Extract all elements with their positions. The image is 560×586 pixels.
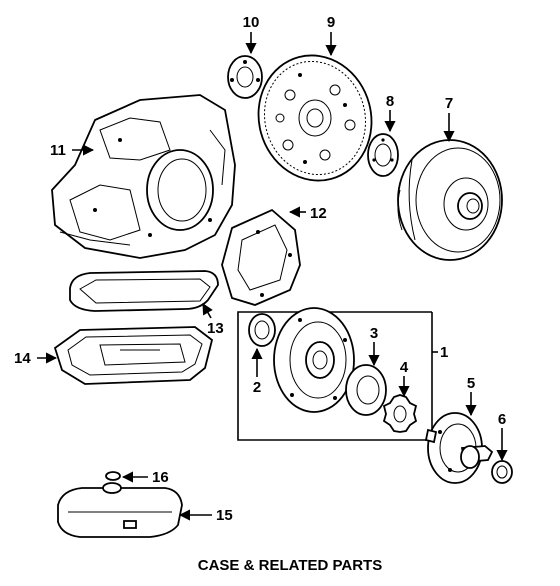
callout-13: 13 <box>207 320 224 337</box>
callout-6: 6 <box>498 411 506 428</box>
part-11-case <box>51 94 236 259</box>
callout-7: 7 <box>445 95 453 112</box>
callout-5: 5 <box>467 375 475 392</box>
callout-10: 10 <box>243 14 260 31</box>
part-12-cover <box>221 208 301 306</box>
part-15-strainer <box>57 482 183 538</box>
part-10-shim <box>227 55 263 99</box>
pump-assembly-bracket <box>237 311 438 441</box>
callout-1: 1 <box>440 344 448 361</box>
callout-3: 3 <box>370 325 378 342</box>
part-2-pump-seal <box>248 313 276 347</box>
callout-11: 11 <box>50 142 66 159</box>
part-16-oring <box>105 471 121 481</box>
callout-2: 2 <box>253 379 261 396</box>
callout-labels: 10 9 8 7 11 12 13 14 1 2 3 4 5 6 16 15 <box>14 14 506 524</box>
part-3-driven-gear <box>345 364 387 416</box>
part-5-stator-support <box>424 412 494 484</box>
diagram-caption: CASE & RELATED PARTS <box>198 557 382 574</box>
callout-12: 12 <box>310 205 327 222</box>
part-6-oring <box>491 460 513 484</box>
callout-4: 4 <box>400 359 409 376</box>
callout-16: 16 <box>152 469 169 486</box>
part-13-gasket <box>69 270 219 312</box>
callout-8: 8 <box>386 93 394 110</box>
callout-14: 14 <box>14 350 31 367</box>
part-7-torque-converter <box>397 139 503 261</box>
part-4-drive-gear <box>382 394 418 433</box>
callout-9: 9 <box>327 14 335 31</box>
leader-lines <box>37 32 508 521</box>
part-14-oil-pan <box>53 326 214 385</box>
pump-body <box>273 307 355 413</box>
part-8-seal <box>367 133 399 177</box>
part-9-flexplate <box>257 54 373 182</box>
callout-15: 15 <box>216 507 233 524</box>
